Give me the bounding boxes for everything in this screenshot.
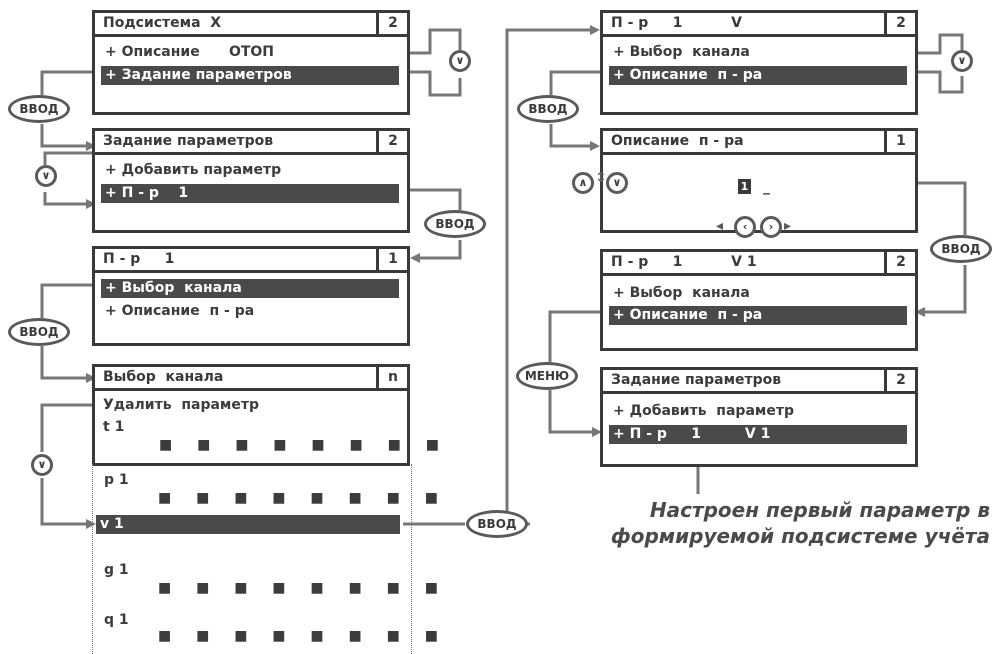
channel-row-label[interactable]: p 1 [104,472,129,488]
enter-button[interactable]: ВВОД [424,210,486,238]
arrow-left-icon: ◂ [716,218,724,234]
menu-item-add-param[interactable]: + Добавить параметр [613,403,794,419]
delete-param-option[interactable]: Удалить параметр [103,397,259,413]
enter-button[interactable]: ВВОД [517,95,579,123]
text-cursor: 1 [738,179,751,194]
screen-param-1: П - р 1 1 + Выбор канала + Описание п - … [92,246,410,346]
chevron-down-icon[interactable]: ∨ [35,165,57,187]
screen-title-bar: Подсистема Х 2 [95,13,407,37]
chevron-up-icon[interactable]: ∧ [572,172,594,194]
enter-button[interactable]: ВВОД [8,318,70,346]
screen-channel-select: Выбор канала n Удалить параметр t 1 ■ ■ … [92,364,439,466]
screen-param-description: Описание п - ра 1 1 _ [600,128,918,233]
menu-item-select-channel[interactable]: + Выбор канала [101,279,399,298]
enter-button[interactable]: ВВОД [8,95,70,123]
screen-title: Подсистема Х [103,15,222,31]
screen-number: 2 [884,370,915,391]
screen-params-final: Задание параметров 2 + Добавить параметр… [600,367,918,467]
screen-title-bar: П - р 1 V 2 [603,13,915,37]
screen-title-bar: Выбор канала n [95,367,407,391]
channel-row-label[interactable]: q 1 [104,612,129,628]
chevron-down-icon[interactable]: ∨ [951,50,973,72]
note-line-1: Настроен первый параметр в [649,498,990,522]
screen-title: Задание параметров [103,133,274,149]
channel-row-label[interactable]: t 1 [103,419,125,435]
up-down-arrow-icon: ↕ [595,170,607,186]
chevron-left-icon[interactable]: ‹ [734,216,756,238]
menu-item-param-1[interactable]: + П - р 1 [101,184,399,203]
channel-row-dots: ■ ■ ■ ■ ■ ■ ■ ■ [158,580,448,596]
screen-title-bar: Описание п - ра 1 [603,131,915,155]
screen-number: 1 [884,131,915,152]
enter-button[interactable]: ВВОД [466,510,528,538]
screen-number: 2 [884,252,915,273]
screen-params: Задание параметров 2 + Добавить параметр… [92,128,410,233]
screen-number: 2 [376,13,407,34]
menu-item-add-param[interactable]: + Добавить параметр [105,162,282,178]
screen-title: П - р 1 V [611,15,742,31]
menu-item-set-params[interactable]: + Задание параметров [101,66,399,85]
channel-row-dots: ■ ■ ■ ■ ■ ■ ■ ■ [158,628,448,644]
chevron-right-icon[interactable]: › [760,216,782,238]
menu-item-param-1-v1[interactable]: + П - р 1 V 1 [609,425,907,444]
screen-param-1-v1: П - р 1 V 1 2 + Выбор канала + Описание … [600,249,918,351]
arrow-right-icon: ▸ [784,218,792,234]
menu-item-param-description[interactable]: + Описание п - ра [609,66,907,85]
screen-title-bar: Задание параметров 2 [95,131,407,155]
screen-title: Выбор канала [103,369,224,385]
channel-row-v1-selected[interactable]: v 1 [96,515,400,534]
screen-number: n [376,367,407,388]
screen-number: 2 [884,13,915,34]
menu-button[interactable]: МЕНЮ [516,362,578,390]
screen-title-bar: П - р 1 V 1 2 [603,252,915,276]
screen-title: Задание параметров [611,372,782,388]
screen-number: 2 [376,131,407,152]
screen-title: П - р 1 V 1 [611,254,757,270]
screen-param-1-v: П - р 1 V 2 + Выбор канала + Описание п … [600,10,918,115]
channel-row-dots: ■ ■ ■ ■ ■ ■ ■ ■ [158,490,448,506]
screen-title-bar: Задание параметров 2 [603,370,915,394]
screen-subsystem: Подсистема Х 2 + Описание ОТОП + Задание… [92,10,410,115]
channel-row-dots: ■ ■ ■ ■ ■ ■ ■ ■ [159,437,449,453]
chevron-down-icon[interactable]: ∨ [31,454,53,476]
screen-title: П - р 1 [103,251,175,267]
screen-title-bar: П - р 1 1 [95,249,407,273]
screen-title: Описание п - ра [611,133,744,149]
menu-item-param-description[interactable]: + Описание п - ра [609,306,907,325]
channel-list-extension [92,464,412,654]
note-line-2: формируемой подсистеме учёта [610,524,990,548]
menu-item-param-description[interactable]: + Описание п - ра [105,303,255,319]
channel-row-label[interactable]: g 1 [104,562,129,578]
menu-item-select-channel[interactable]: + Выбор канала [613,44,750,60]
screen-number: 1 [376,249,407,270]
enter-button[interactable]: ВВОД [930,235,992,263]
input-placeholder: _ [763,179,770,195]
menu-item-description[interactable]: + Описание ОТОП [105,44,275,60]
chevron-down-icon[interactable]: ∨ [449,50,471,72]
menu-item-select-channel[interactable]: + Выбор канала [613,285,750,301]
chevron-down-icon[interactable]: ∨ [606,172,628,194]
